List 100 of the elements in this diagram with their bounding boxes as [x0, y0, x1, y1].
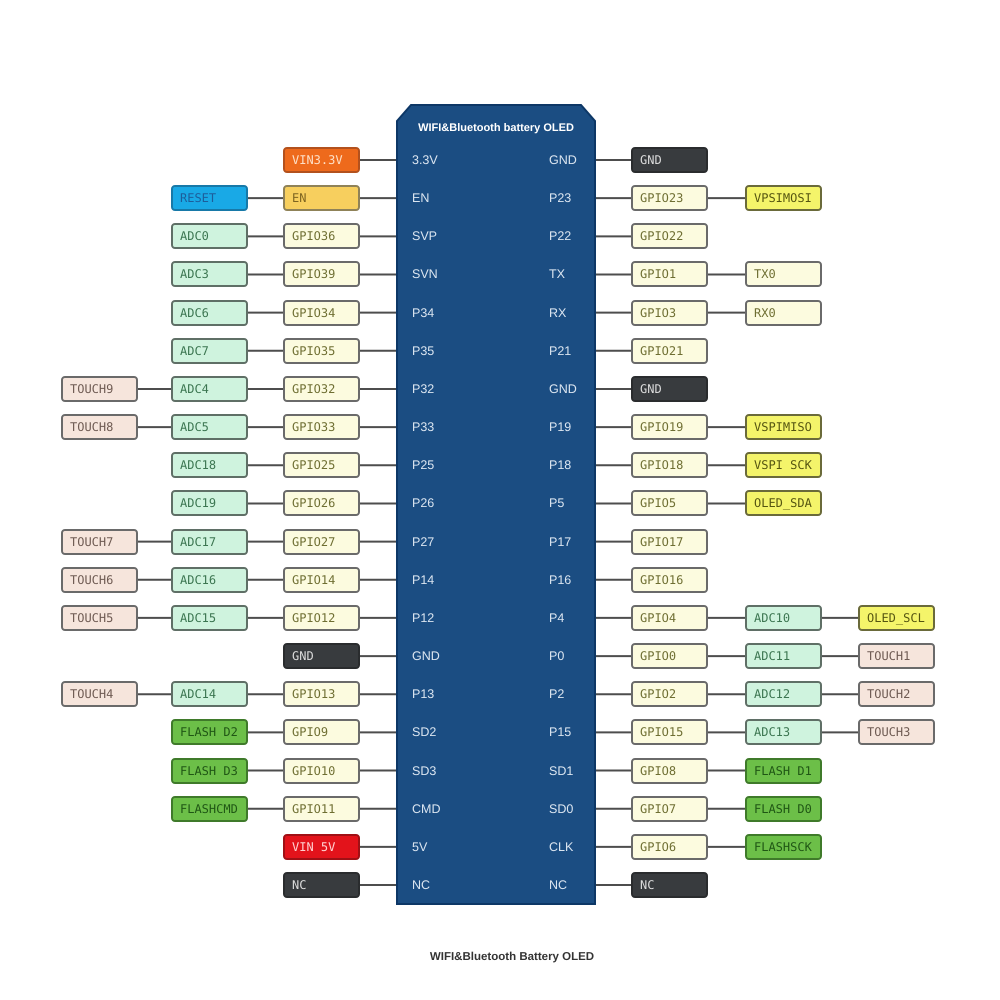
flash-label: FLASHSCK [745, 834, 822, 860]
connector-line [248, 540, 283, 543]
connector-line [248, 808, 283, 810]
gpio-label: GPIO8 [631, 758, 708, 784]
connector-line [596, 808, 631, 810]
pin-label: P2 [549, 686, 596, 702]
gpio-label: GPIO7 [631, 796, 708, 822]
adc-label: ADC4 [171, 376, 248, 402]
not-connected-label: NC [631, 872, 708, 898]
gpio-label: GPIO26 [283, 490, 360, 516]
pin-label: NC [549, 877, 596, 894]
pin-label: P33 [396, 419, 434, 436]
pin-label: P17 [549, 534, 596, 550]
pin-label: P4 [549, 610, 596, 626]
pin-label: P27 [396, 534, 434, 550]
connector-line [248, 502, 283, 504]
connector-line [360, 197, 396, 200]
connector-line [360, 616, 396, 619]
connector-line [248, 578, 283, 581]
touch-label: TOUCH6 [61, 566, 138, 593]
connector-line [708, 616, 745, 619]
caption: WIFI&Bluetooth Battery OLED [430, 950, 594, 965]
adc-label: ADC15 [171, 604, 248, 631]
connector-line [708, 731, 745, 734]
connector-line [248, 616, 283, 619]
pin-label: TX [549, 266, 596, 282]
signal-label: OLED_SDA [745, 490, 822, 516]
connector-line [708, 693, 745, 696]
pin-label: P23 [549, 190, 596, 206]
connector-line [360, 693, 396, 696]
flash-label: FLASHCMD [171, 796, 248, 822]
connector-line [708, 273, 745, 276]
adc-label: ADC16 [171, 566, 248, 593]
connector-line [248, 693, 283, 696]
pin-label: SD0 [549, 800, 596, 817]
pin-label: P14 [396, 572, 434, 588]
gpio-label: GPIO35 [283, 338, 360, 364]
connector-line [708, 464, 745, 466]
signal-label: VSPIMISO [745, 414, 822, 440]
connector-line [708, 655, 745, 658]
connector-line [708, 312, 745, 314]
connector-line [360, 426, 396, 428]
connector-line [596, 312, 631, 314]
gpio-label: GPIO12 [283, 604, 360, 631]
connector-line [360, 312, 396, 314]
adc-label: ADC18 [171, 452, 248, 478]
signal-label: VPSIMOSI [745, 185, 822, 212]
gpio-label: GPIO23 [631, 185, 708, 212]
gpio-label: GPIO34 [283, 300, 360, 326]
gpio-label: GPIO10 [283, 758, 360, 784]
adc-label: ADC7 [171, 338, 248, 364]
gpio-label: GPIO11 [283, 796, 360, 822]
pin-label: P15 [549, 724, 596, 740]
connector-line [596, 426, 631, 428]
pin-label: P22 [549, 228, 596, 244]
connector-line [596, 655, 631, 658]
gpio-label: GPIO36 [283, 223, 360, 250]
connector-line [360, 464, 396, 466]
adc-label: ADC5 [171, 414, 248, 440]
pin-label: P34 [396, 304, 434, 321]
connector-line [596, 502, 631, 504]
flash-label: FLASH D2 [171, 719, 248, 746]
gpio-label: GPIO15 [631, 719, 708, 746]
pin-label: SVP [396, 228, 438, 244]
connector-line [360, 770, 396, 772]
connector-line [360, 808, 396, 810]
connector-line [138, 540, 171, 543]
connector-line [248, 426, 283, 428]
connector-line [596, 693, 631, 696]
gpio-label: GPIO27 [283, 528, 360, 555]
adc-label: ADC11 [745, 643, 822, 670]
pin-label: GND [549, 380, 596, 397]
connector-line [248, 197, 283, 200]
connector-line [138, 578, 171, 581]
connector-line [138, 693, 171, 696]
touch-label: TOUCH3 [858, 719, 935, 746]
pin-label: GND [549, 152, 596, 168]
connector-line [596, 884, 631, 886]
pin-label: SD1 [549, 762, 596, 779]
pin-label: SVN [396, 266, 438, 282]
connector-line [596, 731, 631, 734]
connector-line [822, 731, 858, 734]
touch-label: TOUCH8 [61, 414, 138, 440]
connector-line [248, 273, 283, 276]
pin-label: NC [396, 877, 430, 894]
connector-line [596, 770, 631, 772]
pin-label: SD2 [396, 724, 436, 740]
connector-line [708, 502, 745, 504]
adc-label: ADC14 [171, 681, 248, 708]
connector-line [248, 731, 283, 734]
connector-line [360, 235, 396, 238]
pin-label: P26 [396, 495, 434, 512]
board-title: WIFI&Bluetooth battery OLED [418, 121, 574, 135]
pin-label: P19 [549, 419, 596, 436]
gpio-label: GPIO39 [283, 261, 360, 288]
connector-line [248, 312, 283, 314]
connector-line [596, 464, 631, 466]
connector-line [360, 655, 396, 658]
connector-line [360, 846, 396, 848]
connector-line [596, 540, 631, 543]
